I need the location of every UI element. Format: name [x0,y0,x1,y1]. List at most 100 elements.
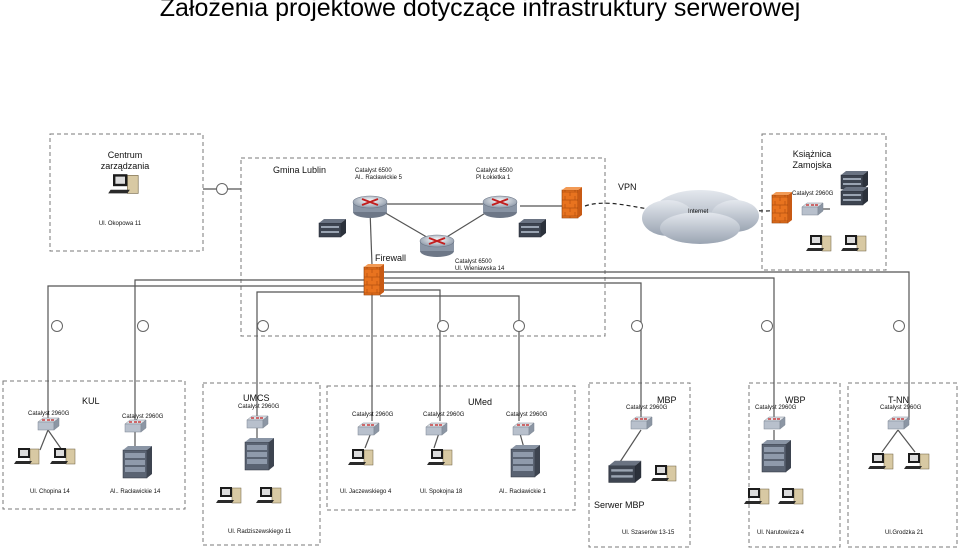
workstation-icon [903,452,930,470]
switch-icon [512,422,535,436]
workstation-icon [215,486,242,504]
connector-jack [216,183,228,195]
switch-icon [763,416,786,430]
workstation-icon [49,447,76,465]
workstation-icon [107,173,139,194]
umcs-name: UMCS [243,393,270,403]
workstation-icon [650,464,677,482]
group-tnn-box [847,382,958,548]
server-rack-icon [244,437,275,471]
tnn-name: T-NN [888,395,909,405]
umed-address3: Al.. Racławickie 1 [499,489,547,495]
mbp-address: Ul. Szaserów 13-15 [622,530,675,536]
workstation-icon [840,234,867,252]
internet-cloud-icon [642,190,759,244]
workstation-icon [867,452,894,470]
mbp-switch-model: Catalyst 2960G [626,405,668,411]
router3-address: Ul. Wieniawska 14 [455,266,505,272]
gmina-name: Gmina Lublin [273,165,326,175]
server-rack-icon [122,445,153,479]
server-icon [318,218,347,238]
workstation-icon [255,486,282,504]
workstation-icon [426,448,453,466]
workstation-icon [743,487,770,505]
umed-name: UMed [468,397,492,407]
router3-model: Catalyst 6500 [455,259,492,265]
wbp-switch-model: Catalyst 2960G [755,405,797,411]
switch-icon [425,422,448,436]
umed-address1: Ul. Jaczewskiego 4 [340,489,392,495]
group-umcs-box [202,382,321,546]
connector-jack [137,320,149,332]
group-mbp-box [588,382,691,548]
router-icon [419,234,455,258]
router2-model: Catalyst 6500 [476,168,513,174]
kul-name: KUL [82,396,100,406]
server-rack-icon [761,439,792,473]
kul-switch1-model: Catalyst 2960G [28,411,70,417]
router2-address: Pl Łokietka 1 [476,175,511,181]
group-gmina-box [240,157,606,337]
page-title: Założenia projektowe dotyczące infrastru… [159,0,801,22]
router1-address: Al.. Racławickie 5 [355,175,403,181]
kul-address1: Ul. Chopina 14 [30,489,70,495]
umcs-address: Ul. Radziszewskiego 11 [228,529,292,535]
switch-icon [357,422,380,436]
router1-model: Catalyst 6500 [355,168,392,174]
umed-switch3-model: Catalyst 2960G [506,412,548,418]
umed-switch2-model: Catalyst 2960G [423,412,465,418]
connector-jack [631,320,643,332]
group-centrum-box [49,133,204,252]
umed-switch1-model: Catalyst 2960G [352,412,394,418]
server-icon [518,218,547,238]
kul-address2: Al.. Racławickie 14 [110,489,161,495]
switch-icon [246,415,269,429]
switch-icon [124,419,147,433]
group-wbp-box [748,382,841,548]
group-kul-box [2,380,186,510]
centrum-address: Ul. Okopowa 11 [99,221,142,227]
connector-jack [437,320,449,332]
switch-icon [37,417,60,431]
connector-jack [51,320,63,332]
wbp-address: Ul. Narutowicza 4 [757,530,805,536]
router-icon [352,195,388,219]
switch-icon [801,202,824,216]
server-icon [840,170,869,190]
mbp-name: MBP [657,395,677,405]
server-rack-icon [510,444,541,478]
vpn-label: VPN [618,182,637,192]
firewall-label: Firewall [375,253,406,263]
connector-jack [893,320,905,332]
centrum-name-line2: zarządzania [101,161,150,171]
group-umed-box [326,385,576,511]
tnn-switch-model: Catalyst 2960G [880,405,922,411]
ksiaznica-name-line1: Książnica [793,149,832,159]
connector-jack [257,320,269,332]
ksiaznica-name-line2: Zamojska [792,160,831,170]
group-ksiaznica-box [761,133,887,271]
connector-jack [513,320,525,332]
kul-switch2-model: Catalyst 2960G [122,414,164,420]
internet-label: Internet [688,209,709,215]
tnn-address: Ul.Grodzka 21 [885,530,924,536]
server-icon [608,460,642,483]
connector-jack [761,320,773,332]
wbp-name: WBP [785,395,806,405]
umcs-switch-model: Catalyst 2960G [238,404,280,410]
firewall-icon [771,191,793,224]
workstation-icon [347,448,374,466]
centrum-name-line1: Centrum [108,150,143,160]
ksiaznica-switch-model: Catalyst 2960G [792,191,834,197]
switch-icon [887,416,910,430]
firewall-icon [561,186,583,219]
firewall-icon [363,263,385,296]
switch-icon [630,416,653,430]
mbp-server-label: Serwer MBP [594,500,645,510]
workstation-icon [805,234,832,252]
workstation-icon [777,487,804,505]
server-icon [840,186,869,206]
router-icon [482,195,518,219]
workstation-icon [13,447,40,465]
